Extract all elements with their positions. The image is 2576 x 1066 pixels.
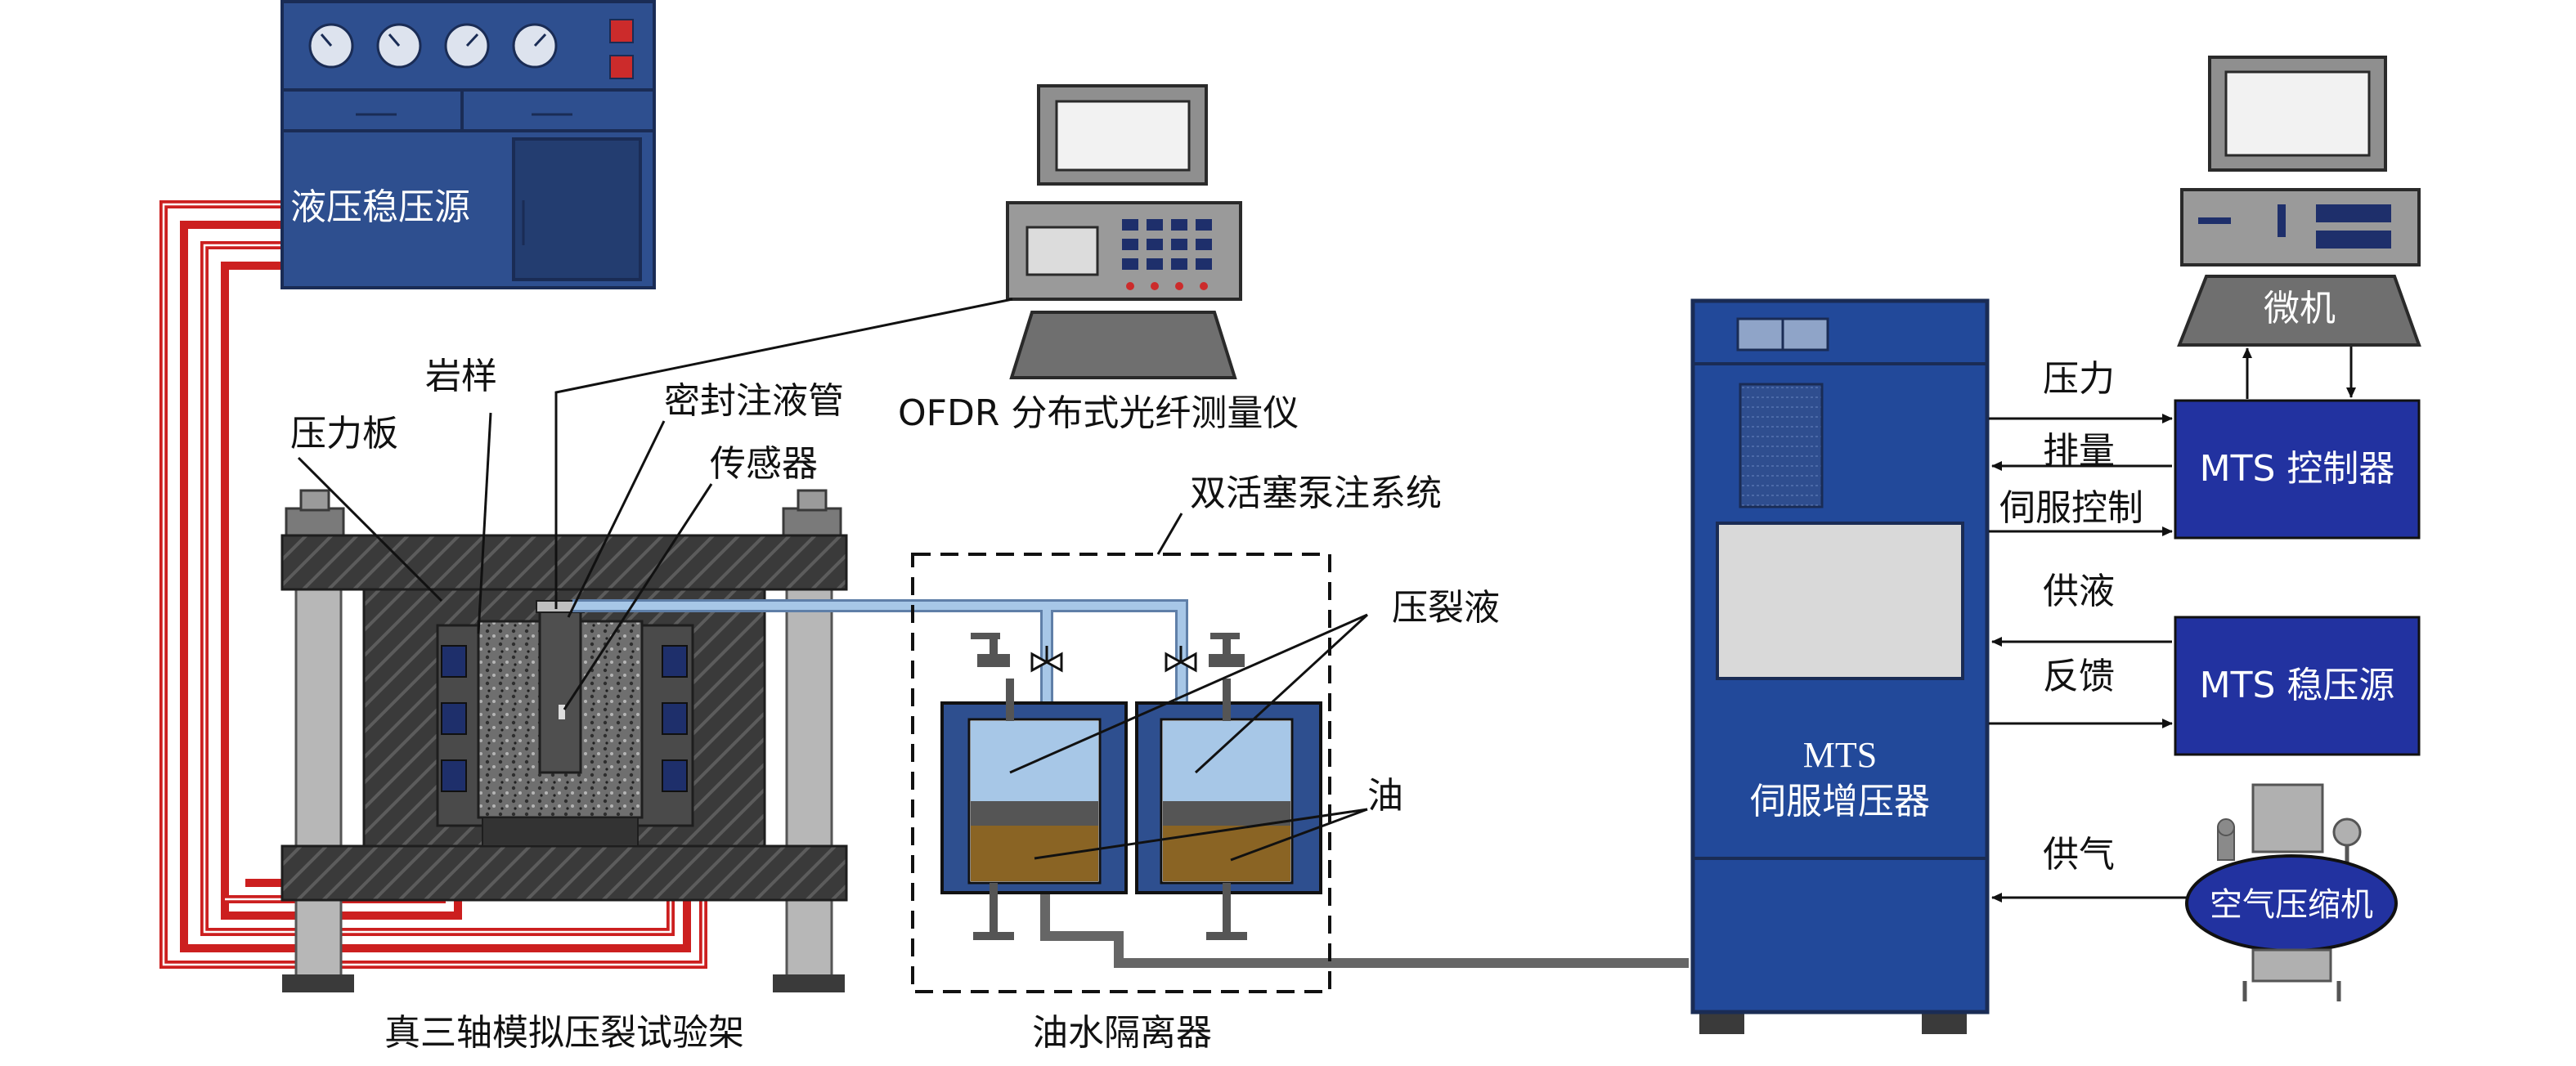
air-compressor: 空气压缩机 bbox=[2185, 783, 2398, 1001]
computer: 微机 bbox=[2177, 56, 2421, 347]
mts-controller: MTS 控制器 bbox=[2174, 399, 2421, 540]
arrow-servo-label: 伺服控制 bbox=[1999, 487, 2143, 529]
mts-servo-booster: MTS 伺服增压器 bbox=[1690, 298, 1990, 1034]
rock-sample-label: 岩样 bbox=[425, 356, 497, 397]
mts-tower-line1: MTS bbox=[1803, 735, 1877, 775]
sealed-tube-label: 密封注液管 bbox=[664, 380, 844, 422]
hydraulic-pressure-source: 液压稳压源 bbox=[280, 0, 656, 289]
triaxial-frame-label: 真三轴模拟压裂试验架 bbox=[384, 1012, 744, 1054]
fiber-line bbox=[554, 298, 1013, 609]
arrow-feedback-label: 反馈 bbox=[2043, 656, 2115, 697]
mts-stabilizer: MTS 稳压源 bbox=[2174, 616, 2421, 756]
ofdr-instrument bbox=[1006, 84, 1242, 379]
separator-label: 油水隔离器 bbox=[1032, 1012, 1212, 1054]
oil-label: 油 bbox=[1367, 775, 1403, 817]
indicator-light-icon bbox=[609, 55, 634, 79]
computer-label: 微机 bbox=[2264, 288, 2336, 329]
dual-pump-label: 双活塞泵注系统 bbox=[1190, 473, 1442, 514]
sensor-label: 传感器 bbox=[710, 443, 818, 485]
air-compressor-label: 空气压缩机 bbox=[2210, 886, 2373, 924]
mts-tower-line2: 伺服增压器 bbox=[1750, 781, 1930, 822]
triaxial-test-frame bbox=[280, 489, 848, 992]
arrow-displacement-label: 排量 bbox=[2043, 430, 2115, 472]
arrow-supply-liquid-label: 供液 bbox=[2043, 571, 2115, 612]
ofdr-label: OFDR 分布式光纤测量仪 bbox=[898, 392, 1299, 434]
dual-piston-pump-system bbox=[911, 553, 1331, 993]
mts-stabilizer-label: MTS 稳压源 bbox=[2200, 665, 2395, 706]
gauge-icon bbox=[308, 23, 558, 69]
pressure-plate-label: 压力板 bbox=[290, 413, 398, 455]
arrow-pressure-label: 压力 bbox=[2043, 358, 2115, 400]
frac-fluid-label: 压裂液 bbox=[1392, 587, 1500, 629]
oil-pipe bbox=[1040, 887, 1689, 968]
indicator-light-icon bbox=[609, 19, 634, 43]
mts-controller-label: MTS 控制器 bbox=[2200, 448, 2395, 490]
signal-arrows bbox=[1989, 347, 2356, 903]
valve-icon bbox=[1030, 652, 1197, 673]
leader-lines bbox=[297, 412, 1369, 862]
hydraulic-source-label: 液压稳压源 bbox=[290, 186, 470, 228]
arrow-supply-air-label: 供气 bbox=[2043, 834, 2115, 876]
